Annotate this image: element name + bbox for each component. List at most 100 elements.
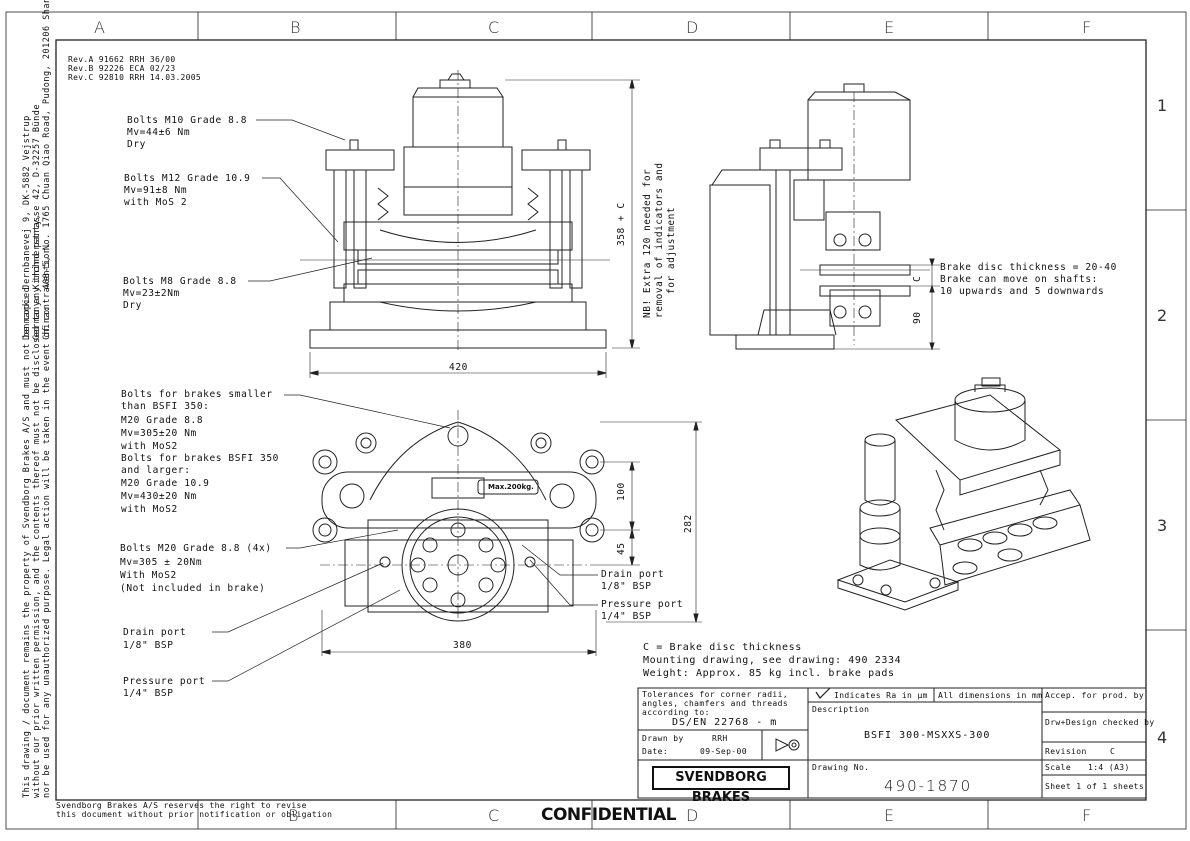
drain-port-size: 1/8" BSP xyxy=(123,640,174,651)
nb-note-line: for adjustment xyxy=(666,206,677,294)
bolts-brakes-line: than BSFI 350: xyxy=(121,401,210,412)
grid-col-label-bottom: C xyxy=(488,806,500,825)
front-elevation-view xyxy=(248,70,640,378)
general-note: Weight: Approx. 85 kg incl. brake pads xyxy=(643,668,895,679)
revision-line: Rev.C 92810 RRH 14.03.2005 xyxy=(68,73,202,82)
bolts-m10-label: Bolts M10 Grade 8.8 xyxy=(127,115,248,126)
drain-port-label: Drain port xyxy=(601,569,665,580)
drawn-by-label: Drawn by xyxy=(642,734,684,743)
nb-note-line: removal of indicators and xyxy=(654,162,665,319)
grid-row-label: 3 xyxy=(1157,516,1168,535)
grid-col-label: B xyxy=(290,18,301,37)
drawing-number: 490-1870 xyxy=(884,777,973,795)
bolts-m10-lube: Dry xyxy=(127,139,146,150)
scale-label: Scale xyxy=(1045,763,1072,772)
bolts-brakes-line: Bolts for brakes BSFI 350 xyxy=(121,453,279,464)
grid-ticks xyxy=(197,12,1186,829)
brake-disc-note: Brake disc thickness = 20-40 xyxy=(940,262,1117,273)
revision-value: C xyxy=(1110,747,1116,756)
bolts-m10-torque: Mv=44±6 Nm xyxy=(127,127,191,138)
outer-frame xyxy=(5,11,1187,830)
reserves-note: Svendborg Brakes A/S reserves the right … xyxy=(56,801,307,810)
dimension-282: 282 xyxy=(683,514,694,533)
bolts-brakes-line: and larger: xyxy=(121,465,191,476)
confidential-stamp: CONFIDENTIAL xyxy=(541,805,676,825)
grid-col-label-bottom: F xyxy=(1082,806,1092,825)
bolts-m8-lube: Dry xyxy=(123,300,142,311)
bolts-m20-torque: Mv=305 ± 20Nm xyxy=(120,557,203,568)
checked-by-label: Drw+Design checked by xyxy=(1045,718,1155,727)
grid-col-label: E xyxy=(884,18,895,37)
description-value: BSFI 300-MSXXS-300 xyxy=(864,730,991,741)
dimension-420: 420 xyxy=(449,362,468,373)
svendborg-brakes-logo: SVENDBORG BRAKES xyxy=(652,766,790,805)
accepted-by-label: Accep. for prod. by xyxy=(1045,691,1145,700)
pressure-port-size: 1/4" BSP xyxy=(601,611,652,622)
title-block-lines xyxy=(637,687,1147,799)
grid-col-label: A xyxy=(94,18,105,37)
brake-disc-note: 10 upwards and 5 downwards xyxy=(940,286,1105,297)
bolts-brakes-line: with MoS2 xyxy=(121,504,178,515)
revision-line: Rev.B 92226 ECA 02/23 xyxy=(68,64,176,73)
tolerances-note: according to: xyxy=(642,708,710,717)
grid-col-label-bottom: B xyxy=(288,806,299,825)
revision-line: Rev.A 91662 RRH 36/00 xyxy=(68,55,176,64)
bolts-brakes-line: Bolts for brakes smaller xyxy=(121,389,273,400)
date-label: Date: xyxy=(642,747,669,756)
grid-row-label: 4 xyxy=(1157,728,1168,747)
grid-row-label: 1 xyxy=(1157,96,1168,115)
scale-value: 1:4 (A3) xyxy=(1088,763,1130,772)
drain-port-size: 1/8" BSP xyxy=(601,581,652,592)
dimension-358-c: 358 + C xyxy=(616,202,627,246)
bolts-brakes-line: with MoS2 xyxy=(121,441,178,452)
inner-frame xyxy=(55,39,1147,801)
bolts-brakes-line: Mv=430±20 Nm xyxy=(121,491,197,502)
grid-col-label: F xyxy=(1082,18,1092,37)
bolts-brakes-line: Mv=305±20 Nm xyxy=(121,428,197,439)
general-note: C = Brake disc thickness xyxy=(643,642,802,653)
bolts-m12-torque: Mv=91±8 Nm xyxy=(124,185,188,196)
bolts-m20-note: (Not included in brake) xyxy=(120,583,266,594)
bolts-brakes-line: M20 Grade 10.9 xyxy=(121,478,210,489)
revision-label: Revision xyxy=(1045,747,1087,756)
grid-row-label: 2 xyxy=(1157,306,1168,325)
drawn-by-value: RRH xyxy=(712,734,728,743)
bolts-brakes-line: M20 Grade 8.8 xyxy=(121,415,204,426)
grid-col-label-bottom: D xyxy=(686,806,699,825)
drawing-no-label: Drawing No. xyxy=(812,763,870,772)
dimension-90: 90 xyxy=(912,311,923,324)
plan-view xyxy=(212,394,702,682)
dimension-45: 45 xyxy=(616,542,627,555)
pressure-port-label: Pressure port xyxy=(123,676,206,687)
tolerance-standard: DS/EN 22768 - m xyxy=(672,717,778,728)
bolts-m8-label: Bolts M8 Grade 8.8 xyxy=(123,276,237,287)
grid-col-label: C xyxy=(488,18,500,37)
drain-port-label: Drain port xyxy=(123,627,187,638)
dimension-100: 100 xyxy=(616,482,627,501)
legal-notice-line: This drawing / document remains the prop… xyxy=(22,286,32,798)
general-note: Mounting drawing, see drawing: 490 2334 xyxy=(643,655,902,666)
grid-col-label-bottom: E xyxy=(884,806,895,825)
bolts-m12-lube: with MoS 2 xyxy=(124,197,188,208)
brake-disc-note: Brake can move on shafts: xyxy=(940,274,1098,285)
bolts-m20-lube: With MoS2 xyxy=(120,570,177,581)
side-elevation-view xyxy=(709,83,940,351)
isometric-view xyxy=(836,377,1091,611)
pressure-port-size: 1/4" BSP xyxy=(123,688,174,699)
legal-notice-line: without our prior written permission, an… xyxy=(32,213,42,798)
dimension-c: C xyxy=(912,275,923,282)
bolts-m8-torque: Mv=23±2Nm xyxy=(123,288,180,299)
roughness-note: Indicates Ra in µm xyxy=(834,691,928,700)
nb-note-line: NB! Extra 120 needed for xyxy=(642,168,653,318)
units-note: All dimensions in mm xyxy=(938,691,1043,700)
dimension-380: 380 xyxy=(453,640,472,651)
grid-col-label: D xyxy=(686,18,699,37)
reserves-note: this document without prior notification… xyxy=(56,810,333,819)
bolts-m20-label: Bolts M20 Grade 8.8 (4x) xyxy=(120,543,272,554)
date-value: 09-Sep-00 xyxy=(700,747,747,756)
legal-notice-line: nor be used for any unauthorized purpose… xyxy=(42,241,52,798)
max-load-marking: Max.200kg. xyxy=(488,483,534,491)
pressure-port-label: Pressure port xyxy=(601,599,684,610)
